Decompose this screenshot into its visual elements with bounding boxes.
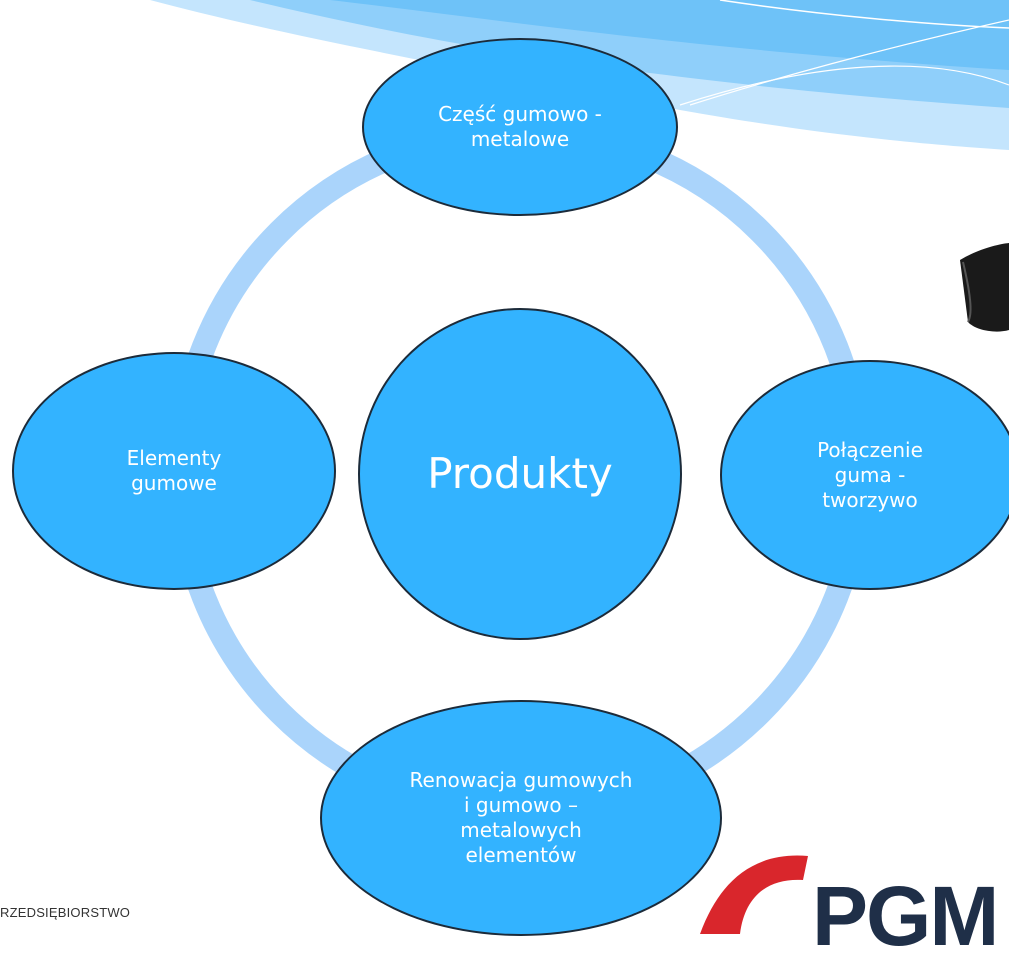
- node-left-label: Elementy gumowe: [126, 446, 222, 495]
- company-logo: PGM: [812, 869, 999, 963]
- node-top: Część gumowo - metalowe: [362, 38, 678, 216]
- node-bottom-label: Renowacja gumowych i gumowo – metalowych…: [409, 768, 633, 867]
- node-bottom: Renowacja gumowych i gumowo – metalowych…: [320, 700, 722, 936]
- company-name: RZEDSIĘBIORSTWO: [0, 905, 131, 920]
- node-right-label: Połączenie guma - tworzywo: [817, 437, 923, 512]
- node-left: Elementy gumowe: [12, 352, 336, 590]
- node-center: Produkty: [358, 308, 682, 640]
- node-top-label: Część gumowo - metalowe: [438, 102, 602, 151]
- node-right: Połączenie guma - tworzywo: [720, 360, 1009, 590]
- center-label: Produkty: [427, 448, 613, 498]
